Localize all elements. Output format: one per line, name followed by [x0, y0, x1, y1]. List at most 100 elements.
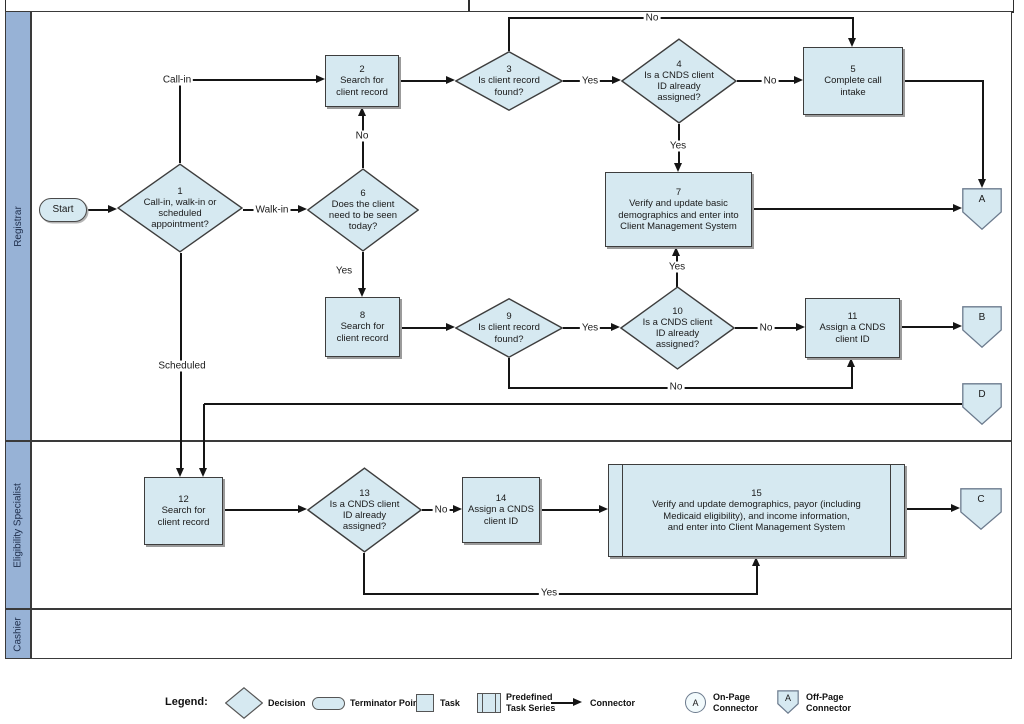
arrowhead: [794, 76, 803, 84]
title-band-divider: [468, 0, 470, 11]
legend-decision-icon: [225, 687, 263, 719]
off-page-connector-c: C: [960, 488, 1002, 530]
legend-title: Legend:: [165, 696, 208, 708]
flow-line: [756, 566, 758, 594]
arrowhead: [612, 76, 621, 84]
edge-label-yes: Yes: [538, 587, 560, 599]
predefined-bar: [890, 465, 891, 556]
edge-label-scheduled: Scheduled: [156, 360, 208, 372]
decision-diamond-shape: [307, 467, 422, 553]
flow-line: [363, 553, 365, 595]
off-page-pentagon-shape: [962, 383, 1002, 425]
flow-line: [179, 80, 181, 163]
legend-task-label: Task: [440, 698, 460, 708]
node-decision-1: 1 Call-in, walk-in or scheduled appointm…: [117, 163, 243, 253]
legend-off-page-letter: A: [784, 693, 791, 703]
arrowhead: [953, 322, 962, 330]
decision-diamond-shape: [621, 38, 737, 124]
flow-line: [752, 208, 954, 210]
edge-label-yes: Yes: [667, 140, 689, 152]
legend-predefined-label: Predefined Task Series: [506, 692, 556, 713]
lane-eligibility-label: Eligibility Specialist: [12, 482, 24, 568]
node-task-12: 12 Search for client record: [144, 477, 223, 545]
decision-diamond-shape: [620, 286, 735, 370]
edge-label-walk-in: Walk-in: [253, 204, 291, 216]
edge-label-yes: Yes: [579, 322, 601, 334]
arrowhead: [599, 505, 608, 513]
arrowhead: [358, 288, 366, 297]
node-decision-13-label: 13 Is a CNDS client ID already assigned?: [329, 487, 400, 533]
arrowhead: [298, 505, 307, 513]
legend-on-page-icon: A: [685, 692, 706, 713]
legend-connector-arrowhead: [573, 698, 582, 706]
lane-cashier-area: [31, 609, 1012, 659]
legend-on-page-label: On-Page Connector: [713, 692, 758, 713]
flow-line: [903, 80, 983, 82]
legend-on-page-letter: A: [692, 697, 699, 708]
edge-label-yes: Yes: [333, 265, 355, 277]
edge-label-no: No: [667, 381, 685, 393]
lane-cashier: Cashier: [5, 609, 31, 659]
flow-line: [399, 80, 447, 82]
arrowhead: [674, 163, 682, 172]
node-task-11: 11 Assign a CNDS client ID: [805, 298, 900, 358]
arrowhead: [848, 38, 856, 47]
edge-label-call-in: Call-in: [160, 74, 194, 86]
connector-b-letter: B: [978, 312, 986, 323]
arrowhead: [108, 205, 117, 213]
arrowhead: [199, 468, 207, 477]
decision-diamond-shape: [455, 51, 563, 111]
arrowhead: [951, 504, 960, 512]
node-decision-4: 4 Is a CNDS client ID already assigned?: [621, 38, 737, 124]
node-decision-6: 6 Does the client need to be seen today?: [307, 168, 419, 252]
flow-line: [508, 18, 510, 51]
connector-c-letter: C: [977, 494, 985, 505]
node-decision-10: 10 Is a CNDS client ID already assigned?: [620, 286, 735, 370]
flow-line: [540, 509, 600, 511]
node-decision-6-label: 6 Does the client need to be seen today?: [328, 187, 398, 233]
arrowhead: [446, 76, 455, 84]
lane-cashier-label: Cashier: [12, 616, 24, 652]
node-decision-10-label: 10 Is a CNDS client ID already assigned?: [642, 305, 713, 351]
flow-line: [363, 593, 758, 595]
edge-label-no: No: [643, 12, 661, 24]
connector-a-letter: A: [978, 194, 986, 205]
edge-label-no: No: [761, 75, 779, 87]
node-task-7: 7 Verify and update basic demographics a…: [605, 172, 752, 247]
off-page-pentagon-shape: [962, 306, 1002, 348]
arrowhead: [953, 204, 962, 212]
node-decision-13: 13 Is a CNDS client ID already assigned?: [307, 467, 422, 553]
connector-d-letter: D: [978, 389, 986, 400]
node-decision-9: 9 Is client record found?: [455, 298, 563, 358]
node-task-2: 2 Search for client record: [325, 55, 399, 107]
node-task-8: 8 Search for client record: [325, 297, 400, 357]
legend-connector-line: [551, 702, 574, 704]
legend-predefined-icon: [477, 693, 501, 713]
predefined-bar: [622, 465, 623, 556]
flow-line: [223, 509, 299, 511]
node-decision-3-label: 3 Is client record found?: [478, 64, 540, 98]
lane-eligibility-specialist: Eligibility Specialist: [5, 441, 31, 609]
edge-label-yes: Yes: [579, 75, 601, 87]
flow-line: [362, 252, 364, 289]
flow-line: [203, 404, 205, 469]
node-predefined-task-15: 15 Verify and update demographics, payor…: [608, 464, 905, 557]
node-decision-9-label: 9 Is client record found?: [478, 311, 540, 345]
arrowhead: [316, 75, 325, 83]
arrowhead: [453, 505, 462, 513]
flow-line: [87, 209, 110, 211]
off-page-connector-b: B: [962, 306, 1002, 348]
node-decision-1-label: 1 Call-in, walk-in or scheduled appointm…: [143, 185, 217, 231]
arrowhead: [847, 358, 855, 367]
arrowhead: [672, 247, 680, 256]
flow-line: [179, 79, 317, 81]
decision-diamond-shape: [117, 163, 243, 253]
arrowhead: [752, 557, 760, 566]
edge-label-no: No: [432, 504, 450, 516]
node-task-5: 5 Complete call intake: [803, 47, 903, 115]
flow-line: [852, 17, 854, 39]
node-task-14: 14 Assign a CNDS client ID: [462, 477, 540, 543]
arrowhead: [978, 179, 986, 188]
legend-off-page-icon: A: [777, 690, 799, 714]
